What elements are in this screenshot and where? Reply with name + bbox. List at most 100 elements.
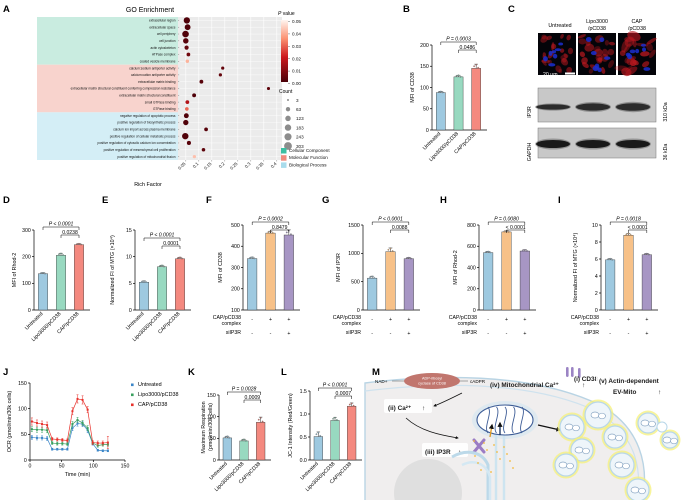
svg-text:extracellular matrix binding: extracellular matrix binding [138, 80, 176, 84]
svg-text:(i) CD38: (i) CD38 [574, 376, 599, 383]
go-enrichment-plot[interactable]: GO Enrichment extracellular regionextrac… [0, 0, 400, 190]
svg-text:-: - [270, 331, 272, 337]
svg-text:0.04: 0.04 [292, 32, 301, 37]
svg-text:0.03: 0.03 [292, 44, 301, 49]
svg-text:0: 0 [28, 308, 31, 314]
svg-text:0: 0 [473, 308, 476, 314]
svg-text:50: 50 [210, 436, 216, 442]
svg-text:0.35: 0.35 [255, 161, 265, 171]
panel-c-col3-label-line2: /pCD38 [628, 26, 646, 32]
svg-text:0.0007: 0.0007 [336, 391, 352, 397]
svg-text:P = 0.0003: P = 0.0003 [446, 37, 471, 43]
svg-text:300: 300 [22, 228, 31, 234]
svg-text:ATPase complex: ATPase complex [152, 53, 176, 57]
svg-text:(v) Actin-dependent: (v) Actin-dependent [599, 378, 660, 385]
svg-text:63: 63 [296, 107, 302, 112]
svg-text:303: 303 [296, 144, 304, 149]
svg-text:extracellular matrix structura: extracellular matrix structural constitu… [119, 94, 175, 98]
svg-text:cyclase of CD38: cyclase of CD38 [418, 382, 446, 386]
svg-text:↑: ↑ [658, 389, 661, 396]
svg-text:243: 243 [296, 135, 304, 140]
svg-text:150: 150 [420, 64, 429, 70]
svg-text:200: 200 [231, 287, 240, 293]
svg-text:Lipo3000/pCD38: Lipo3000/pCD38 [138, 392, 178, 398]
svg-text:MFI of CD38: MFI of CD38 [218, 252, 224, 283]
svg-text:(pmol/min/30k cells): (pmol/min/30k cells) [208, 403, 214, 451]
svg-text:3: 3 [296, 98, 299, 103]
svg-text:-: - [371, 331, 373, 337]
svg-text:P < 0.0001: P < 0.0001 [49, 222, 74, 228]
svg-text:ADP-ribosyl: ADP-ribosyl [422, 377, 442, 381]
svg-text:Biological Process: Biological Process [289, 162, 327, 167]
panel-c-col2-label-line2: /pCD38 [588, 26, 606, 32]
svg-text:CAP/pCD38: CAP/pCD38 [213, 315, 241, 321]
svg-text:+: + [523, 317, 526, 323]
svg-text:Time (min): Time (min) [65, 472, 91, 478]
svg-text:-: - [390, 331, 392, 337]
svg-text:183: 183 [296, 125, 304, 130]
svg-text:calcium:sodium antiporter acti: calcium:sodium antiporter activity [129, 66, 176, 70]
svg-text:extracellular space: extracellular space [149, 25, 175, 29]
svg-text:+: + [407, 331, 410, 337]
svg-text:P < 0.0001: P < 0.0001 [323, 383, 348, 389]
svg-text:100: 100 [22, 281, 31, 287]
svg-text:50: 50 [59, 464, 65, 470]
svg-text:+: + [645, 331, 648, 337]
svg-text:-: - [251, 331, 253, 337]
svg-text:NAD+: NAD+ [375, 379, 388, 384]
panel-a-label: A [3, 4, 10, 15]
svg-text:P = 0.0018: P = 0.0018 [616, 217, 641, 223]
svg-text:1500: 1500 [348, 223, 360, 229]
svg-text:-: - [371, 317, 373, 323]
svg-text:4: 4 [595, 274, 598, 280]
panel-k-label: K [188, 367, 195, 378]
svg-text:+: + [287, 331, 290, 337]
svg-text:1.0: 1.0 [300, 412, 307, 418]
svg-text:0.01: 0.01 [292, 69, 301, 74]
svg-text:200: 200 [22, 254, 31, 260]
panel-m-label: M [372, 367, 380, 378]
svg-text:100: 100 [231, 308, 240, 314]
svg-text:0.0238: 0.0238 [62, 230, 78, 236]
svg-text:0.05: 0.05 [292, 19, 301, 24]
svg-text:0.0088: 0.0088 [392, 225, 408, 231]
svg-text:OCR (pmol/min/30k cells): OCR (pmol/min/30k cells) [7, 391, 13, 453]
svg-text:0: 0 [213, 458, 216, 464]
panel-l-chart[interactable]: 0.00.51.01.5JC-1 Intensity (Red/Green)P … [288, 383, 362, 493]
svg-text:+: + [645, 317, 648, 323]
svg-text:MFI of Rhod-2: MFI of Rhod-2 [453, 250, 459, 284]
svg-text:Molecular Function: Molecular Function [289, 155, 328, 160]
svg-text:0.8479: 0.8479 [272, 225, 288, 231]
pvalue-legend-title: P value [278, 11, 295, 17]
svg-text:+: + [407, 317, 410, 323]
svg-text:siIP3R: siIP3R [584, 330, 600, 336]
svg-text:MFI of IP3R: MFI of IP3R [336, 253, 342, 282]
svg-text:extracellular region: extracellular region [149, 19, 176, 23]
svg-text:200: 200 [467, 287, 476, 293]
svg-text:400: 400 [467, 265, 476, 271]
svg-text:100: 100 [89, 464, 98, 470]
panel-e-label: E [102, 195, 109, 206]
svg-text:P < 0.0001: P < 0.0001 [150, 233, 175, 239]
svg-text:0.0009: 0.0009 [245, 395, 261, 401]
blot-mw-ip3r: 310 kDa [663, 102, 669, 121]
blot-label-ip3r: IP3R [527, 106, 533, 118]
svg-text:↑: ↑ [422, 405, 425, 412]
svg-text:0.0: 0.0 [300, 458, 307, 464]
